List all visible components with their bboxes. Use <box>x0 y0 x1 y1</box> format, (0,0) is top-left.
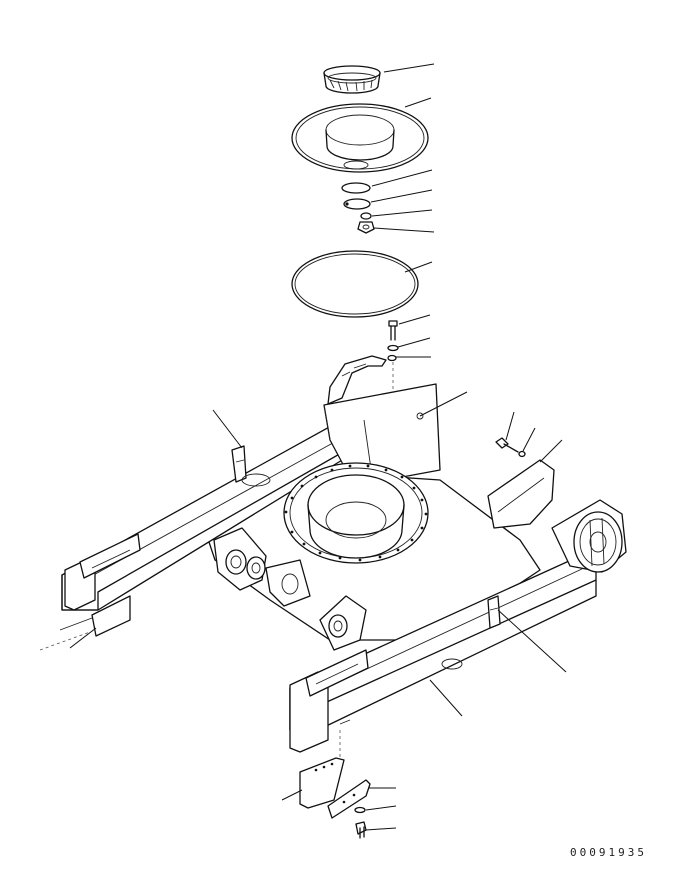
main-leader-lines <box>69 391 567 831</box>
o-ring-seal-part <box>291 250 419 318</box>
lower-plate-parts <box>299 730 371 839</box>
bearing-ring-part <box>323 65 381 94</box>
side-bolt-washer <box>495 411 563 463</box>
gasket-parts <box>341 182 375 234</box>
ring-bolt-holes <box>284 464 428 562</box>
cover-plate-part <box>291 103 429 173</box>
mounting-bracket-part <box>327 355 387 405</box>
bolt-washer-stack <box>387 320 399 362</box>
swing-lug-assembly <box>213 527 367 651</box>
track-frame <box>39 383 627 753</box>
upper-leader-lines <box>370 63 435 470</box>
drawing-number: 00091935 <box>570 846 647 859</box>
